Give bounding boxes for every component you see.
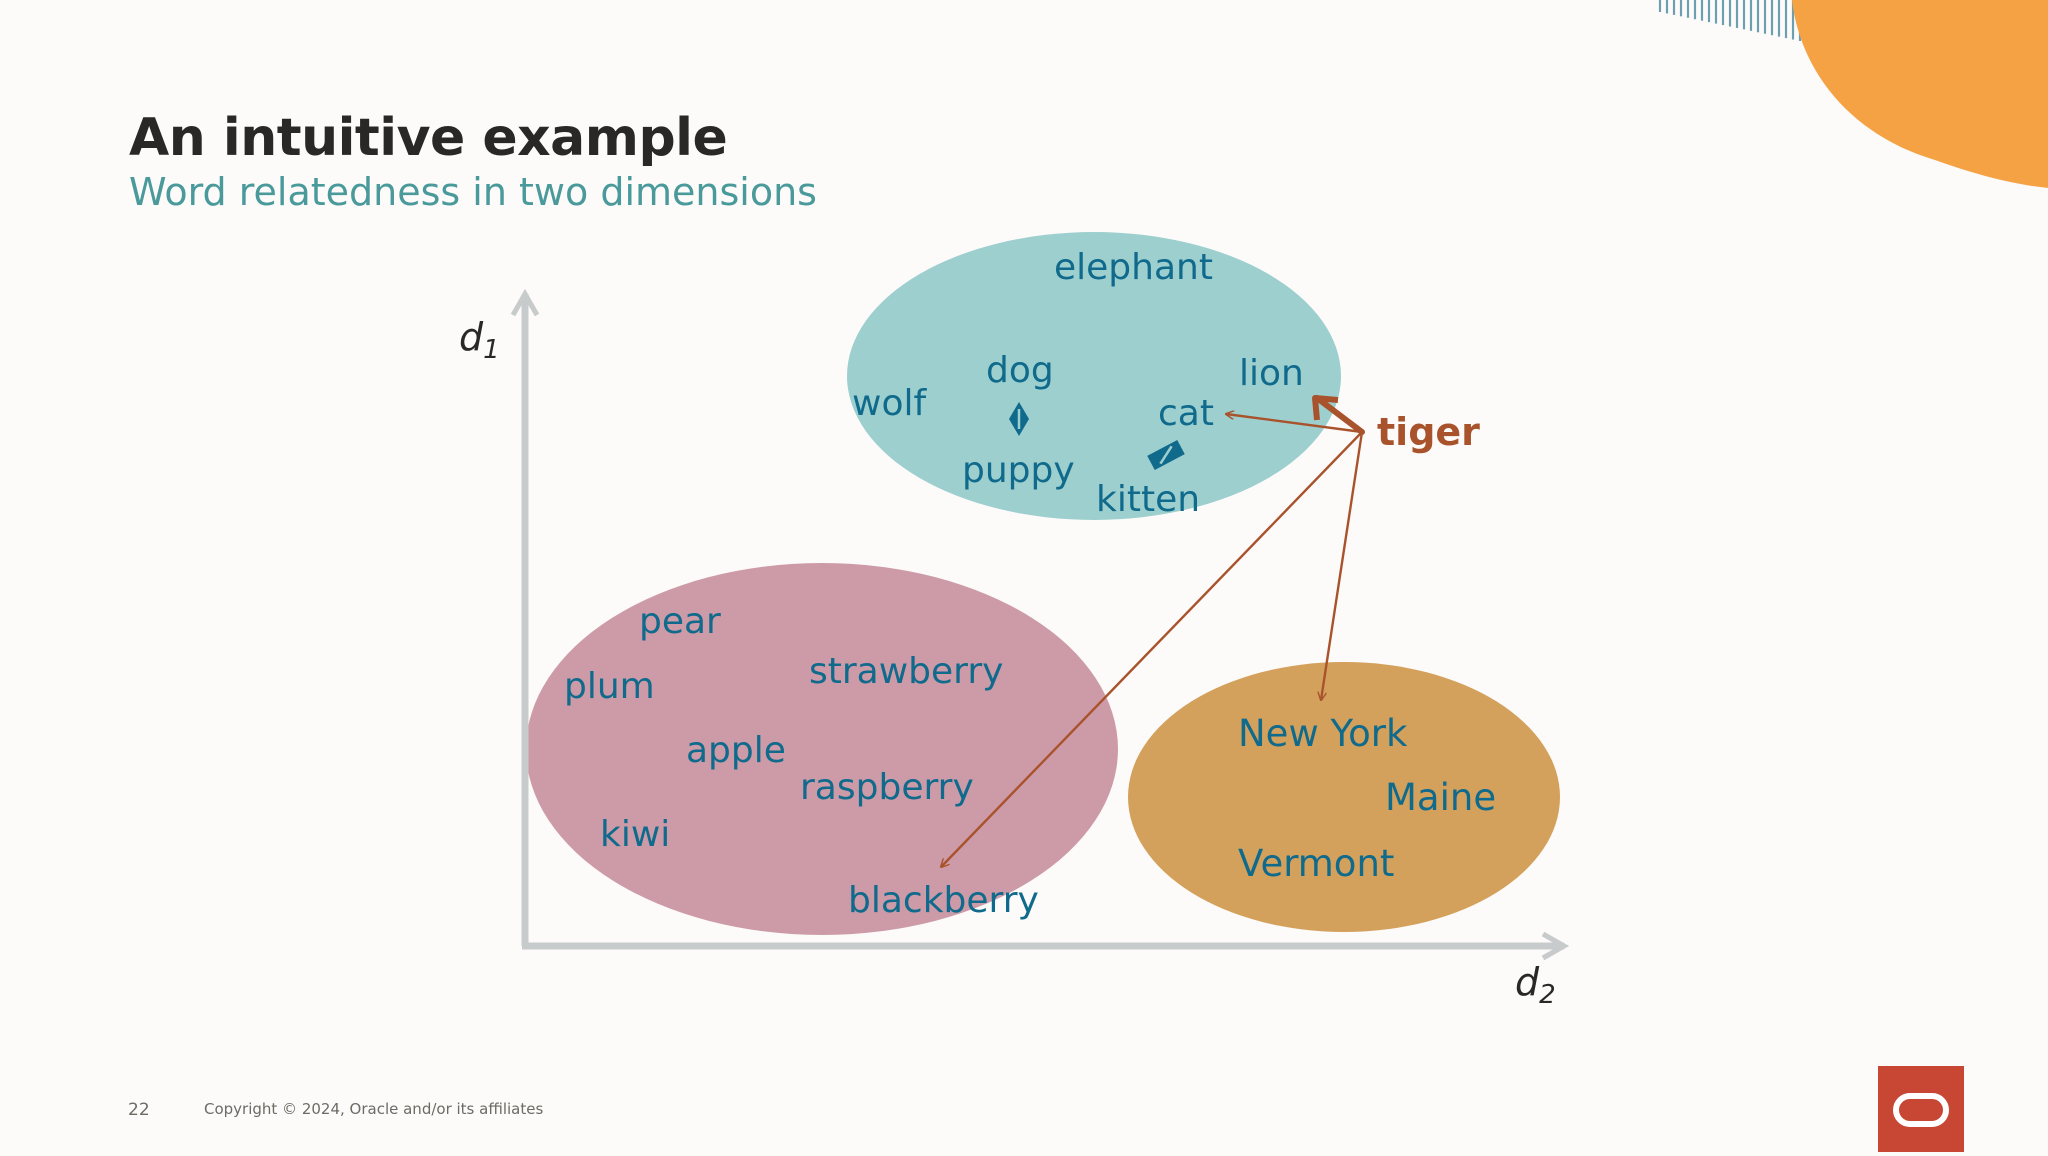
oracle-logo-icon [1893,1093,1949,1127]
dog-puppy-relation-icon [1009,402,1029,436]
arrow-tiger-to-lion-head [1312,395,1339,421]
x-axis-label: d2 [1515,960,1556,1010]
page-title: An intuitive example [129,108,728,168]
word-apple: apple [686,730,786,771]
word-raspberry: raspberry [800,767,974,808]
word-strawberry: strawberry [809,651,1003,692]
word-new-york: New York [1238,712,1408,755]
page-number: 22 [128,1100,150,1120]
word-vermont: Vermont [1238,842,1394,885]
oracle-logo [1878,1066,1964,1152]
cat-kitten-relation-icon [1147,439,1185,471]
word-elephant: elephant [1054,247,1213,288]
copyright-text: Copyright © 2024, Oracle and/or its affi… [204,1100,544,1118]
word-puppy: puppy [962,450,1075,491]
word-maine: Maine [1385,776,1496,819]
cluster-fruits [526,563,1118,935]
arrow-tiger-to-lion [1314,395,1365,435]
word-kitten: kitten [1096,479,1200,520]
word-pear: pear [639,601,721,642]
word-lion: lion [1239,353,1304,394]
word-tiger: tiger [1377,410,1480,454]
cluster-places [1128,662,1560,932]
decorative-orange-shape [1792,0,2048,188]
arrow-tiger-to-cat [1226,414,1363,434]
cluster-animals [847,232,1341,520]
arrow-tiger-to-new-york [1321,431,1364,700]
word-plum: plum [564,666,655,707]
word-blackberry: blackberry [848,880,1039,921]
word-cat: cat [1158,393,1214,434]
word-wolf: wolf [852,383,927,424]
word-kiwi: kiwi [600,814,670,855]
page-subtitle: Word relatedness in two dimensions [129,170,817,214]
y-axis-label: d1 [459,315,500,365]
arrow-tiger-to-blackberry [941,431,1363,867]
word-dog: dog [986,350,1054,391]
